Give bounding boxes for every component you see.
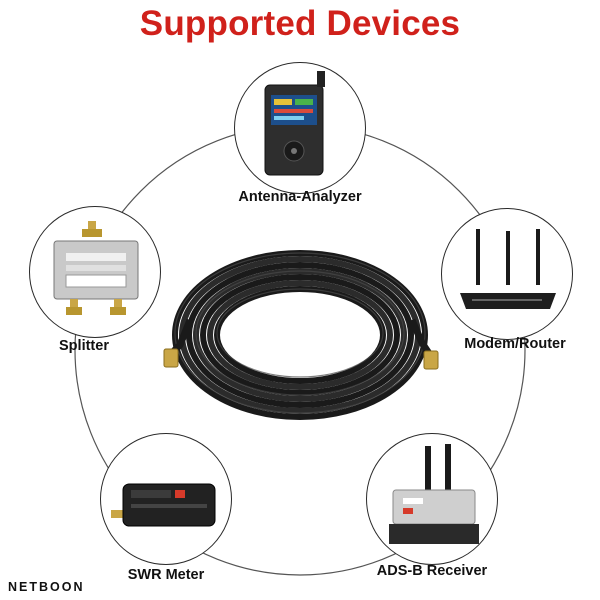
- label-swr-meter: SWR Meter: [127, 567, 205, 583]
- swr-meter-icon: [111, 483, 216, 527]
- brand-logo: NETBOON: [8, 580, 85, 594]
- page-title: Supported Devices: [139, 4, 461, 43]
- label-splitter: Splitter: [59, 338, 109, 354]
- device-swr-meter: [100, 433, 232, 565]
- power-splitter-icon: [53, 221, 139, 315]
- adsb-receiver-icon: [389, 444, 479, 544]
- label-adsb-receiver: ADS-B Receiver: [376, 563, 488, 579]
- label-modem-router: Modem/Router: [464, 336, 566, 352]
- label-antenna-analyzer: Antenna-Analyzer: [238, 189, 362, 205]
- antenna-analyzer-icon: [264, 71, 325, 176]
- device-modem-router: [441, 208, 573, 340]
- coax-cable-image: [163, 250, 439, 420]
- device-antenna-analyzer: [234, 62, 366, 194]
- device-splitter: [29, 206, 161, 338]
- device-adsb-receiver: [366, 433, 498, 565]
- router-icon: [460, 229, 556, 309]
